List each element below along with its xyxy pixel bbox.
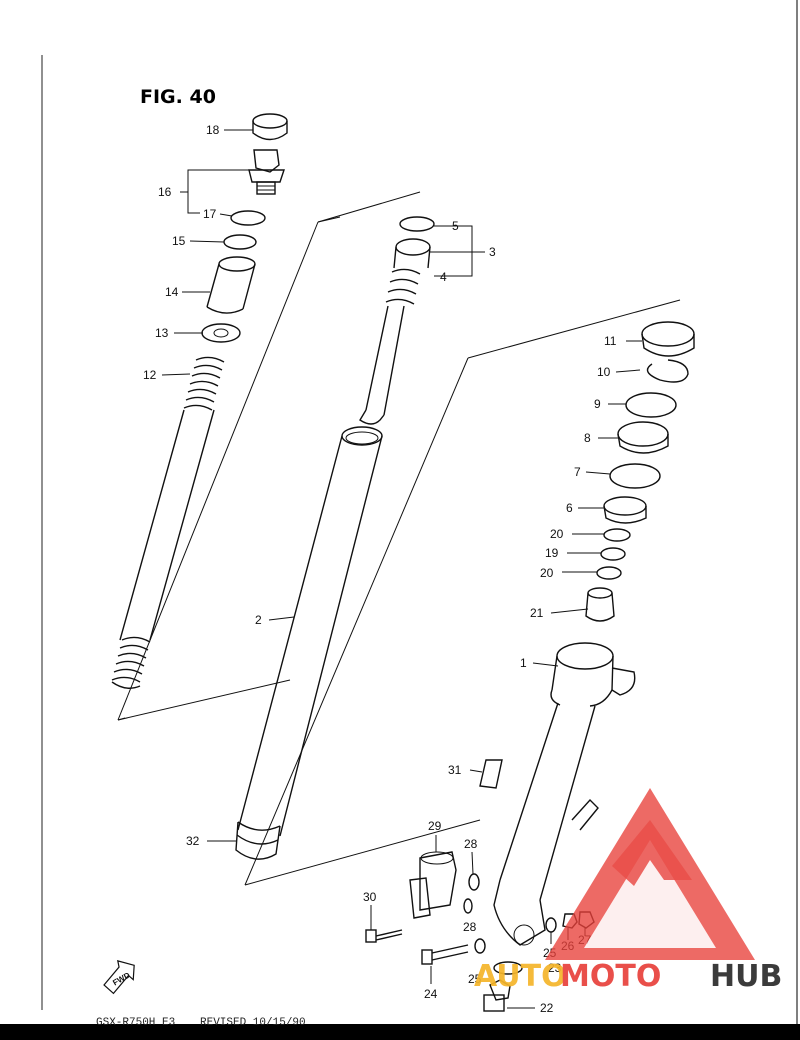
- part-20-washer-b: [596, 566, 622, 580]
- part-17-o-ring: [230, 210, 266, 226]
- spring-group-outline-5: [317, 191, 421, 223]
- callout-22: 22: [540, 1001, 554, 1015]
- callout-24: 24: [424, 987, 438, 1001]
- callout-10: 10: [597, 365, 611, 379]
- part-18-cap: [252, 113, 288, 141]
- inner-tube-group-outline: [244, 357, 469, 886]
- part-21-oil-lock-piece: [585, 587, 615, 622]
- spring-group-outline: [117, 221, 319, 721]
- spring-group-outline-4: [117, 679, 291, 721]
- callout-13: 13: [155, 326, 169, 340]
- callout-12: 12: [143, 368, 157, 382]
- part-20-washer-a: [603, 528, 631, 542]
- part-25-washer-b: [474, 938, 486, 954]
- part-7-ring: [609, 463, 661, 489]
- part-23-washer: [493, 961, 523, 975]
- part-11-dust-seal: [641, 321, 695, 357]
- callout-18: 18: [206, 123, 220, 137]
- part-1-outer-tube: [493, 642, 636, 946]
- callout-28-b: 28: [463, 920, 477, 934]
- inner-tube-group-outline-3: [244, 819, 481, 886]
- callout-7: 7: [574, 465, 581, 479]
- callout-1: 1: [520, 656, 527, 670]
- part-6-guide-bushing: [603, 496, 647, 524]
- callout-17: 17: [203, 207, 217, 221]
- footer-revised: REVISED 10/15/90: [200, 1017, 306, 1029]
- callout-11: 11: [604, 334, 617, 348]
- part-19-ring: [600, 547, 626, 561]
- logo-text-moto: MOTO: [560, 959, 661, 994]
- part-10-circlip: [646, 359, 689, 383]
- part-13-spring-seat: [201, 323, 241, 343]
- part-32-bushing: [235, 821, 281, 860]
- callout-31: 31: [448, 763, 462, 777]
- part-28-washer-b: [463, 898, 473, 914]
- callout-20-a: 20: [550, 527, 564, 541]
- callout-6: 6: [566, 501, 573, 515]
- part-5-ring: [399, 216, 435, 232]
- part-3-damper-rod: [359, 238, 431, 425]
- inner-tube-group-outline-2: [467, 299, 681, 359]
- part-2-inner-tube: [237, 426, 383, 837]
- callout-29: 29: [428, 819, 442, 833]
- part-30-bolt: [365, 929, 403, 943]
- part-15-washer: [223, 234, 257, 250]
- leader-lines: [161, 129, 642, 1009]
- callout-30: 30: [363, 890, 377, 904]
- part-25-washer-a: [545, 917, 557, 933]
- callout-19: 19: [545, 546, 559, 560]
- logo-text-auto: AUTO: [474, 959, 567, 994]
- bottom-black-bar: [0, 1024, 800, 1040]
- callout-14: 14: [165, 285, 179, 299]
- automotohub-logo: AUTO MOTO HUB: [474, 788, 782, 994]
- callout-8: 8: [584, 431, 591, 445]
- callout-3: 3: [489, 245, 496, 259]
- callout-5: 5: [452, 219, 459, 233]
- callout-20-b: 20: [540, 566, 554, 580]
- callout-4: 4: [440, 270, 447, 284]
- callout-28-a: 28: [464, 837, 478, 851]
- part-9-seal: [625, 392, 677, 418]
- part-14-spacer: [206, 256, 256, 314]
- part-8-oil-seal: [617, 421, 669, 454]
- callout-23: 23: [548, 961, 562, 975]
- callout-9: 9: [594, 397, 601, 411]
- footer-model: GSX-R750H E3: [96, 1017, 175, 1029]
- callout-15: 15: [172, 234, 186, 248]
- part-12-fork-spring: [111, 356, 225, 689]
- callout-25-b: 25: [468, 972, 482, 986]
- callout-32: 32: [186, 834, 200, 848]
- callout-2: 2: [255, 613, 262, 627]
- callout-21: 21: [530, 606, 544, 620]
- logo-text-hub: HUB: [710, 959, 782, 994]
- part-31-reflector: [479, 759, 503, 789]
- callout-16: 16: [158, 185, 172, 199]
- part-28-washer-a: [468, 873, 480, 891]
- fwd-arrow-icon: FWD: [103, 960, 135, 995]
- part-24-axle-bolt: [421, 944, 469, 965]
- part-16-bolt: [248, 149, 285, 195]
- figure-title: FIG. 40: [140, 86, 216, 108]
- part-22-drain-bolt: [483, 979, 511, 1012]
- part-29-caliper-bracket: [409, 851, 457, 919]
